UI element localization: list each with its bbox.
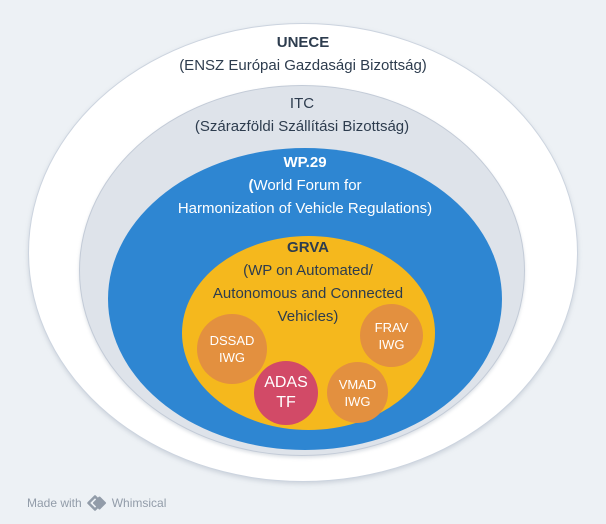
whimsical-icon xyxy=(86,493,107,513)
adas-line2: TF xyxy=(276,394,296,411)
itc-subtitle: (Szárazföldi Szállítási Bizottság) xyxy=(194,118,410,135)
made-with-text: Made with xyxy=(27,496,82,510)
unece-subtitle: (ENSZ Európai Gazdasági Bizottság) xyxy=(179,57,427,74)
dssad-iwg-circle: DSSAD IWG xyxy=(197,314,267,384)
brand-text: Whimsical xyxy=(111,496,167,510)
itc-label: ITC (Szárazföldi Szállítási Bizottság) xyxy=(195,92,409,138)
adas-tf-circle: ADAS TF xyxy=(254,361,318,425)
frav-line2: IWG xyxy=(378,336,405,352)
grva-line1: (WP on Automated/ xyxy=(243,262,373,279)
unece-title: UNECE xyxy=(276,34,330,51)
vmad-iwg-circle: VMAD IWG xyxy=(327,362,388,423)
frav-line1: FRAV xyxy=(374,319,409,335)
wp29-line1-paren: ( xyxy=(248,177,254,194)
wp29-line2: Harmonization of Vehicle Regulations) xyxy=(177,200,433,217)
vmad-line1: VMAD xyxy=(338,376,377,392)
vmad-line2: IWG xyxy=(344,393,371,409)
dssad-line1: DSSAD xyxy=(209,333,255,348)
wp29-line1: (World Forum for xyxy=(178,174,432,197)
wp29-label: WP.29 (World Forum for Harmonization of … xyxy=(178,151,432,220)
wp29-line1-text: World Forum for xyxy=(253,177,362,194)
adas-line1: ADAS xyxy=(264,374,308,391)
grva-title: GRVA xyxy=(287,239,329,256)
grva-label: GRVA (WP on Automated/ Autonomous and Co… xyxy=(213,236,403,328)
grva-line3: Vehicles) xyxy=(277,308,339,325)
grva-line2: Autonomous and Connected xyxy=(212,285,404,302)
watermark: Made with Whimsical xyxy=(27,493,166,513)
itc-title: ITC xyxy=(289,95,315,112)
dssad-line2: IWG xyxy=(219,350,245,365)
wp29-title: WP.29 xyxy=(283,154,327,171)
frav-iwg-circle: FRAV IWG xyxy=(360,304,423,367)
unece-label: UNECE (ENSZ Európai Gazdasági Bizottság) xyxy=(179,31,427,77)
